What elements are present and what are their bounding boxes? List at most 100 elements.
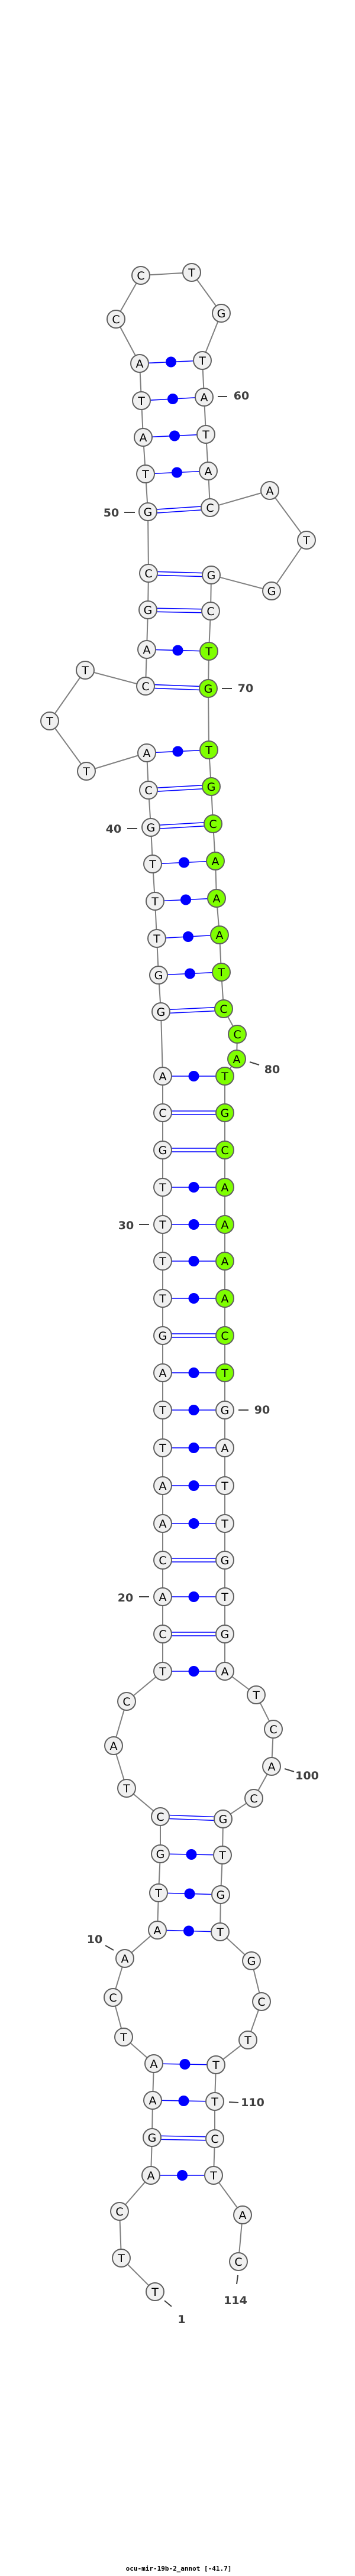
nucleotide-circle [110,2202,129,2221]
nucleotide-87: A [215,1289,234,1308]
nucleotide-circle [153,1438,172,1457]
nucleotide-base: A [136,358,144,371]
nucleotide-base: A [216,929,224,942]
nucleotide-9: C [104,1988,122,2007]
nucleotide-26: A [153,1363,172,1382]
nucleotide-circle [153,1103,172,1122]
gc-pair [148,571,212,577]
nucleotide-circle [202,566,221,584]
nucleotide-circle [215,1363,234,1382]
nucleotide-base: C [221,1330,228,1343]
nucleotide-43: T [77,762,96,781]
position-label-30: 30 [118,1219,149,1232]
gc-pair [163,1148,225,1152]
pair-dot-icon [183,931,193,942]
nucleotide-circle [141,818,160,837]
nucleotide-circle [215,1662,234,1681]
nucleotide-circle [214,1810,233,1828]
nucleotide-24: T [153,1438,172,1457]
nucleotide-circle [153,1252,172,1271]
nucleotide-base: G [217,1889,225,1902]
nucleotide-108: T [238,2031,257,2049]
nucleotide-base: A [213,892,221,905]
nucleotide-89: T [215,1363,234,1382]
nucleotide-105: T [211,1922,230,1941]
nucleotide-60: A [195,388,214,407]
nucleotide-base: T [221,1480,228,1493]
nucleotide-base: T [218,1849,226,1862]
nucleotide-107: C [252,1992,271,2011]
nucleotide-base: A [110,1740,118,1753]
nucleotide-114: C [229,2252,248,2271]
nucleotide-circle [104,1988,122,2007]
nucleotide-circle [215,1289,234,1308]
pair-bond [163,1071,225,1081]
nucleotide-14: C [151,1807,170,1826]
nucleotide-base: A [147,2169,155,2182]
pair-dot-icon [179,2059,191,2070]
nucleotide-51: T [136,464,155,483]
nucleotide-86: A [215,1252,234,1271]
pair-bond [163,1293,225,1304]
pair-bond [156,931,220,942]
nucleotide-circle [211,1922,230,1941]
nucleotide-base: A [159,1518,167,1531]
position-number: 60 [234,389,249,402]
nucleotide-base: T [217,966,225,979]
nucleotide-base: T [205,645,212,658]
nucleotide-104: G [211,1885,230,1904]
nucleotide-base: T [252,1689,260,1702]
nucleotide-circle [149,966,168,985]
nucleotide-70: G [199,679,218,698]
nucleotide-circle [146,2282,164,2301]
nucleotide-circle [136,464,155,483]
pair-bond [146,746,209,757]
position-label-90: 90 [238,1404,270,1417]
pair-line [160,1010,224,1014]
nucleotide-90: G [215,1401,234,1419]
nucleotide-base: A [140,431,147,444]
nucleotide-circle [215,1625,234,1643]
nucleotide-circle [204,2166,223,2185]
position-number: 10 [87,1933,102,1946]
nucleotide-base: C [159,1628,166,1641]
pair-bond [163,1182,225,1193]
nucleotide-103: T [213,1846,232,1864]
nucleotide-12: T [149,1883,168,1902]
nucleotide-circle [199,462,218,480]
pair-line [147,505,211,511]
nucleotide-circle [262,582,281,600]
nucleotide-base: C [234,2256,242,2269]
backbone-segment [160,1011,163,1077]
nucleotide-99: C [264,1720,283,1739]
nucleotide-base: G [148,2132,157,2145]
nucleotide-50: G [138,502,157,521]
backbone-segment [211,574,272,592]
position-number: 114 [224,2294,247,2307]
pair-dot-icon [167,394,178,404]
nucleotide-circle [130,354,149,373]
pair-bond [163,1256,225,1266]
nucleotide-base: T [212,2059,220,2072]
nucleotide-base: C [115,2205,123,2218]
pair-bond [163,1666,225,1677]
nucleotide-circle [139,781,158,800]
nucleotide-base: A [212,855,220,868]
nucleotide-base: G [159,1144,167,1157]
nucleotide-97: A [215,1662,234,1681]
pair-bond [163,1480,225,1491]
pair-bond [163,1591,225,1602]
nucleotide-base: G [159,1330,167,1343]
nucleotide-base: C [141,680,149,693]
nucleotide-1: T [146,2282,164,2301]
nucleotide-base: T [159,1292,166,1305]
pair-dot-icon [188,1071,199,1081]
nucleotide-57: T [182,263,201,282]
nucleotide-82: G [215,1103,234,1122]
nucleotide-circle [76,661,95,680]
nucleotide-base: T [81,664,89,677]
nucleotide-102: G [214,1810,233,1828]
nucleotide-base: G [219,1813,228,1826]
pair-bond [139,356,203,368]
backbone [49,272,307,2292]
